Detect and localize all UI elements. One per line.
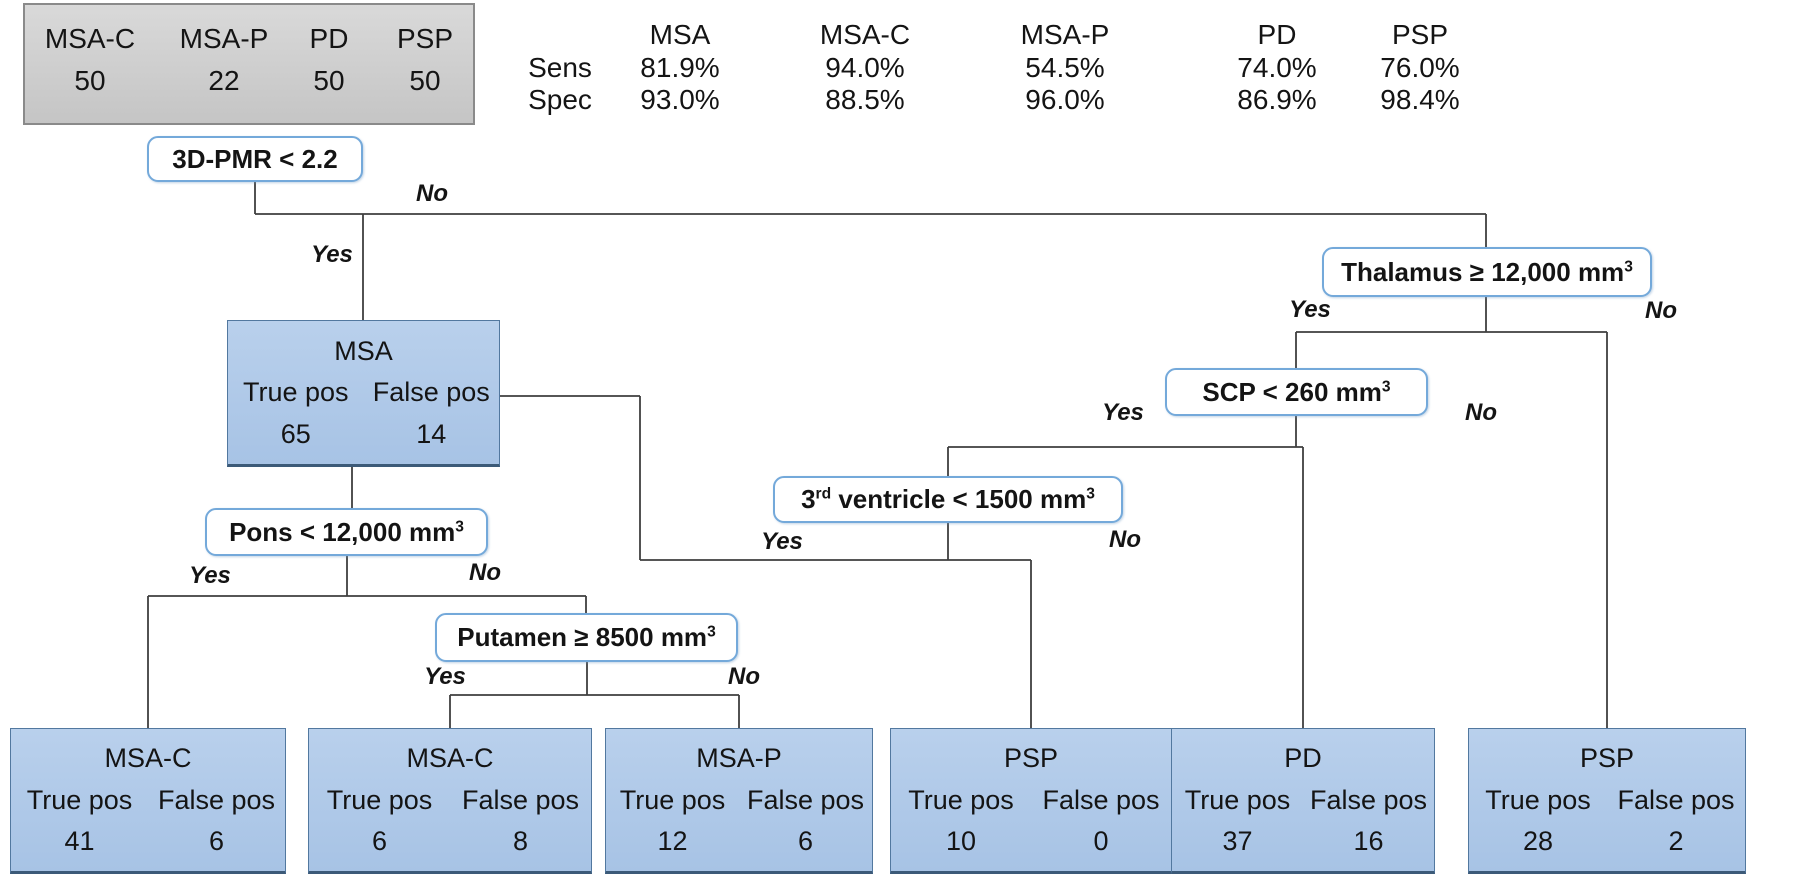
leaf-box-msa-c-2: MSA-C True pos False pos 6 8	[308, 728, 592, 874]
node-label: Thalamus ≥ 12,000 mm3	[1341, 256, 1633, 287]
sens-msa: 81.9%	[640, 52, 720, 83]
false-pos-label: False pos	[461, 784, 580, 815]
false-pos-label: False pos	[372, 377, 490, 407]
row-label-spec: Spec	[528, 84, 592, 115]
result-title: MSA-C	[406, 743, 494, 774]
legend-col-msa-p: MSA-P 22	[180, 23, 269, 97]
node-pons: Pons < 12,000 mm3	[205, 508, 488, 556]
leaf-box-msa-c-1: MSA-C True pos False pos 41 6	[10, 728, 286, 874]
table-header-pd: PD	[1257, 19, 1297, 50]
leaf-box-msa-p: MSA-P True pos False pos 12 6	[605, 728, 873, 874]
sens-msa-p: 54.5%	[1025, 52, 1105, 83]
branch-label-pmr-no: No	[416, 180, 448, 207]
false-pos-label: False pos	[1309, 784, 1428, 815]
legend-col-psp: PSP 50	[397, 23, 453, 97]
branch-label-ventricle-yes: Yes	[761, 528, 803, 555]
legend-col-pd: PD 50	[310, 23, 349, 97]
false-pos-label: False pos	[1042, 784, 1160, 815]
branch-label-pmr-yes: Yes	[311, 241, 353, 268]
sens-msa-c: 94.0%	[825, 52, 905, 83]
result-title: PSP	[1003, 743, 1059, 774]
false-pos-count: 0	[1093, 825, 1109, 856]
node-label: SCP < 260 mm3	[1202, 376, 1391, 407]
legend-count: 22	[208, 65, 240, 96]
legend-label: MSA-C	[44, 23, 136, 54]
branch-label-thalamus-yes: Yes	[1289, 296, 1331, 323]
spec-psp: 98.4%	[1380, 84, 1460, 115]
true-pos-count: 6	[371, 825, 388, 856]
node-3rd-ventricle: 3rd ventricle < 1500 mm3	[773, 476, 1123, 523]
true-pos-label: True pos	[26, 784, 133, 815]
branch-label-putamen-no: No	[728, 663, 760, 690]
node-thalamus: Thalamus ≥ 12,000 mm3	[1322, 247, 1652, 297]
table-header-msa: MSA	[649, 19, 711, 50]
branch-label-ventricle-no: No	[1109, 526, 1141, 553]
false-pos-count: 8	[512, 825, 529, 856]
legend-label: MSA-P	[179, 23, 269, 54]
node-scp: SCP < 260 mm3	[1165, 368, 1428, 416]
true-pos-label: True pos	[1184, 784, 1291, 815]
true-pos-label: True pos	[619, 784, 726, 815]
legend-label: PSP	[396, 23, 454, 54]
true-pos-label: True pos	[242, 377, 349, 407]
branch-label-thalamus-no: No	[1645, 297, 1677, 324]
false-pos-count: 6	[797, 825, 814, 856]
true-pos-count: 41	[64, 825, 95, 856]
leaf-box-psp-2: PSP True pos False pos 28 2	[1468, 728, 1746, 874]
legend-count: 50	[74, 65, 106, 96]
legend-count: 50	[409, 65, 441, 96]
node-putamen: Putamen ≥ 8500 mm3	[435, 613, 738, 662]
branch-label-scp-yes: Yes	[1102, 399, 1144, 426]
cohort-legend-box: MSA-C 50 MSA-P 22 PD 50 PSP 50	[23, 3, 475, 125]
row-label-sens: Sens	[528, 52, 592, 83]
leaf-box-psp-1: PSP True pos False pos 10 0	[890, 728, 1172, 874]
result-box-msa: MSA True pos False pos 65 14	[227, 320, 500, 467]
true-pos-count: 10	[945, 825, 977, 856]
legend-label: PD	[309, 23, 349, 54]
true-pos-count: 28	[1522, 825, 1554, 856]
result-title: MSA	[334, 335, 393, 366]
false-pos-label: False pos	[157, 784, 276, 815]
sens-pd: 74.0%	[1237, 52, 1317, 83]
true-pos-count: 65	[280, 418, 311, 449]
spec-msa-c: 88.5%	[825, 84, 905, 115]
branch-label-pons-yes: Yes	[189, 562, 231, 589]
result-title: MSA-P	[696, 743, 782, 774]
branch-label-scp-no: No	[1465, 399, 1497, 426]
legend-col-msa-c: MSA-C 50	[45, 23, 135, 97]
node-label: 3D-PMR < 2.2	[172, 143, 338, 174]
spec-pd: 86.9%	[1237, 84, 1317, 115]
branch-label-pons-no: No	[469, 559, 501, 586]
node-label: 3rd ventricle < 1500 mm3	[801, 484, 1095, 514]
false-pos-count: 16	[1353, 825, 1384, 856]
connector-paths	[147, 182, 1608, 728]
false-pos-label: False pos	[746, 784, 865, 815]
result-title: PD	[1284, 743, 1322, 774]
node-3d-pmr: 3D-PMR < 2.2	[147, 136, 363, 182]
leaf-box-pd: PD True pos False pos 37 16	[1171, 728, 1435, 874]
spec-msa: 93.0%	[640, 84, 720, 115]
result-title: PSP	[1579, 743, 1635, 774]
true-pos-label: True pos	[326, 784, 433, 815]
false-pos-count: 14	[416, 418, 447, 449]
branch-label-putamen-yes: Yes	[424, 663, 466, 690]
result-title: MSA-C	[104, 743, 192, 774]
sens-psp: 76.0%	[1380, 52, 1460, 83]
node-label: Putamen ≥ 8500 mm3	[457, 622, 716, 652]
true-pos-count: 37	[1222, 825, 1253, 856]
node-label: Pons < 12,000 mm3	[229, 516, 464, 547]
true-pos-count: 12	[657, 825, 688, 856]
table-header-msa-c: MSA-C	[819, 19, 911, 50]
table-header-psp: PSP	[1391, 19, 1449, 50]
table-header-msa-p: MSA-P	[1020, 19, 1110, 50]
legend-count: 50	[313, 65, 345, 96]
false-pos-count: 2	[1668, 825, 1684, 856]
false-pos-count: 6	[208, 825, 225, 856]
spec-msa-p: 96.0%	[1025, 84, 1105, 115]
true-pos-label: True pos	[908, 784, 1014, 815]
true-pos-label: True pos	[1485, 784, 1591, 815]
false-pos-label: False pos	[1617, 784, 1735, 815]
